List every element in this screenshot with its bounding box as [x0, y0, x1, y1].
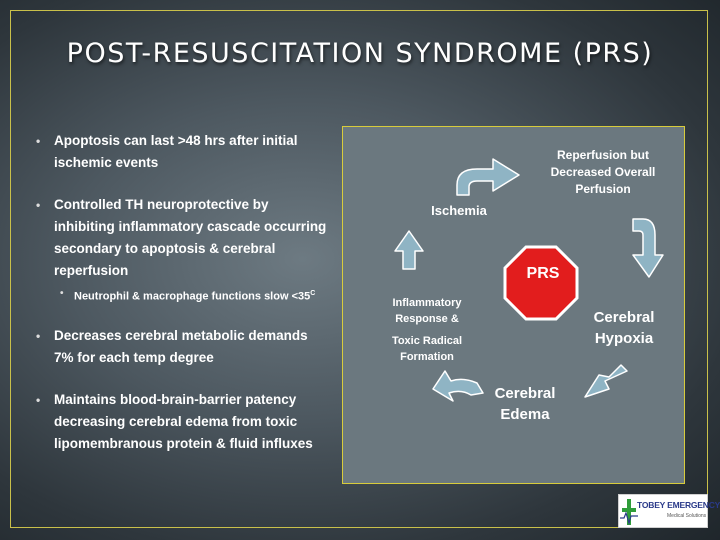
sub-bullet-list: Neutrophil & macrophage functions slow <…	[54, 286, 330, 305]
bullet-list: Apoptosis can last >48 hrs after initial…	[30, 130, 330, 475]
stop-sign-shape	[503, 245, 579, 321]
prs-cycle-diagram: PRS Ischemia Reperfusion but Decreased O…	[342, 126, 685, 484]
cycle-arrows-svg	[394, 158, 664, 402]
edema-label: Cerebral Edema	[494, 385, 556, 423]
superscript-c: C	[310, 290, 316, 297]
slide-frame	[10, 10, 708, 528]
inflammatory-label: Inflammatory Response & Toxic Radical Fo…	[391, 297, 463, 363]
logo-subtext: Medical Solutions	[667, 513, 707, 519]
ischemia-label: Ischemia	[431, 203, 487, 218]
logo-mark-icon	[620, 499, 638, 526]
logo-text: TOBEY EMERGENCY	[637, 500, 720, 510]
arrow-edema-to-inflammatory	[432, 370, 484, 402]
hypoxia-label: Cerebral Hypoxia	[593, 309, 655, 347]
arrow-ischemia-to-reperfusion	[456, 158, 520, 196]
prs-center-label: PRS	[526, 265, 560, 282]
tobey-emergency-logo: TOBEY EMERGENCY Medical Solutions	[618, 494, 720, 528]
bullet-controlled-th: Controlled TH neuroprotective by inhibit…	[30, 194, 330, 305]
bullet-bbb: Maintains blood-brain-barrier patency de…	[30, 389, 330, 455]
bullet-apoptosis: Apoptosis can last >48 hrs after initial…	[30, 130, 330, 174]
arrow-reperfusion-to-hypoxia	[632, 218, 664, 278]
arrow-hypoxia-to-edema	[584, 364, 628, 398]
reperfusion-label: Reperfusion but Decreased Overall Perfus…	[550, 148, 656, 196]
sub-bullet-neutrophil: Neutrophil & macrophage functions slow <…	[54, 286, 330, 305]
slide-title: POST-RESUSCITATION SYNDROME (PRS)	[66, 38, 654, 69]
bullet-metabolic: Decreases cerebral metabolic demands 7% …	[30, 325, 330, 369]
arrow-inflammatory-to-ischemia	[394, 230, 424, 270]
